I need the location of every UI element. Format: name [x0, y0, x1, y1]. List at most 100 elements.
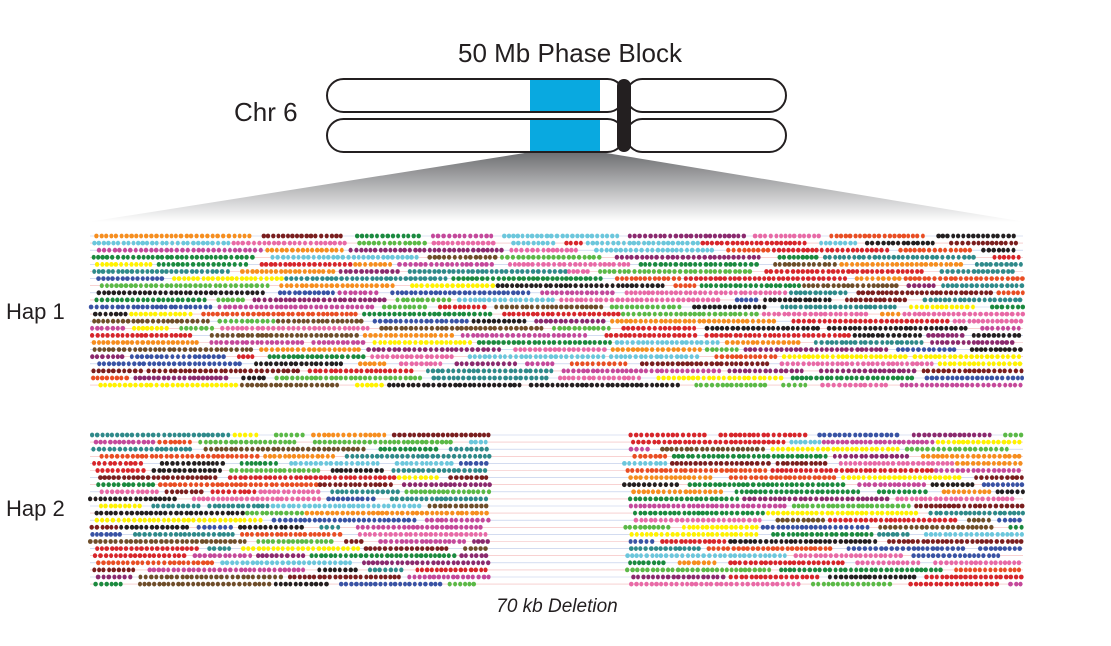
read: [832, 453, 910, 459]
read-marker: [654, 468, 659, 473]
read-marker: [569, 361, 574, 367]
read-marker: [419, 354, 424, 360]
read-marker: [806, 333, 811, 338]
read-marker: [292, 468, 297, 473]
read-marker: [220, 276, 225, 281]
read: [673, 283, 697, 289]
read: [845, 297, 908, 303]
read-marker: [863, 311, 869, 317]
read-marker: [167, 432, 172, 438]
read-marker: [534, 382, 539, 388]
read-marker: [719, 325, 725, 331]
read-marker: [698, 382, 703, 388]
read: [912, 354, 1022, 360]
read-marker: [167, 347, 173, 352]
read-marker: [845, 297, 849, 303]
read-marker: [524, 304, 530, 310]
read-marker: [363, 468, 369, 473]
read-marker: [999, 283, 1005, 289]
read-marker: [329, 247, 335, 253]
read-marker: [944, 382, 950, 388]
read-marker: [511, 318, 516, 324]
read: [896, 347, 957, 352]
read-marker: [424, 453, 430, 459]
read-marker: [451, 269, 456, 274]
read-marker: [121, 240, 126, 246]
read-marker: [447, 382, 453, 388]
read-marker: [184, 269, 189, 274]
read-marker: [485, 276, 490, 281]
read-marker: [714, 325, 720, 331]
read-marker: [669, 461, 675, 466]
read-marker: [259, 333, 265, 338]
read-marker: [905, 269, 910, 274]
read-marker: [166, 468, 172, 473]
read: [820, 382, 888, 388]
read-marker: [689, 446, 694, 452]
read-marker: [646, 240, 652, 246]
read-marker: [726, 233, 732, 239]
read-marker: [473, 254, 479, 260]
read-marker: [606, 311, 611, 317]
read-marker: [149, 240, 155, 246]
read-marker: [279, 276, 284, 281]
read-marker: [735, 318, 741, 324]
read-marker: [1013, 318, 1019, 324]
read-marker: [618, 247, 624, 253]
read-marker: [115, 304, 121, 310]
read-marker: [461, 276, 466, 281]
read-marker: [462, 368, 467, 374]
read-marker: [530, 311, 536, 317]
read-marker: [715, 382, 720, 388]
read-marker: [107, 446, 112, 452]
read-marker: [922, 432, 927, 438]
read-marker: [309, 304, 313, 310]
read-marker: [115, 240, 121, 246]
read-marker: [314, 354, 320, 360]
read-marker: [484, 283, 490, 289]
read-marker: [756, 318, 761, 324]
read-marker: [795, 276, 800, 281]
read-marker: [877, 368, 883, 374]
read-marker: [504, 283, 510, 289]
read-marker: [872, 233, 877, 239]
read-marker: [753, 283, 759, 289]
read-marker: [91, 368, 96, 374]
read-marker: [284, 333, 289, 338]
read-marker: [267, 453, 273, 459]
read: [454, 361, 518, 367]
read-marker: [578, 297, 584, 303]
read-marker: [300, 432, 305, 438]
read-marker: [971, 233, 976, 239]
read-marker: [166, 340, 171, 345]
read-marker: [710, 297, 716, 303]
read-marker: [858, 304, 864, 310]
read-marker: [680, 453, 685, 459]
read-marker: [550, 304, 554, 310]
read-marker: [818, 368, 824, 374]
read-marker: [925, 382, 929, 388]
read-marker: [375, 461, 380, 466]
read-marker: [451, 468, 457, 473]
read-marker: [368, 290, 373, 296]
read-marker: [277, 453, 283, 459]
read-marker: [541, 262, 546, 267]
read-marker: [279, 333, 285, 338]
read-marker: [102, 475, 108, 480]
read-marker: [289, 432, 294, 438]
read-marker: [776, 453, 781, 459]
read-marker: [140, 276, 145, 281]
read-marker: [602, 262, 608, 267]
read-marker: [781, 247, 786, 253]
read-marker: [219, 382, 224, 388]
read-marker: [283, 262, 288, 267]
read-marker: [735, 240, 740, 246]
read-marker: [673, 283, 679, 289]
read-marker: [791, 247, 796, 253]
read-marker: [817, 432, 822, 438]
read-marker: [201, 361, 207, 367]
read-marker: [441, 269, 447, 274]
read-marker: [133, 382, 138, 388]
read-marker: [132, 368, 138, 374]
read-marker: [604, 297, 609, 303]
